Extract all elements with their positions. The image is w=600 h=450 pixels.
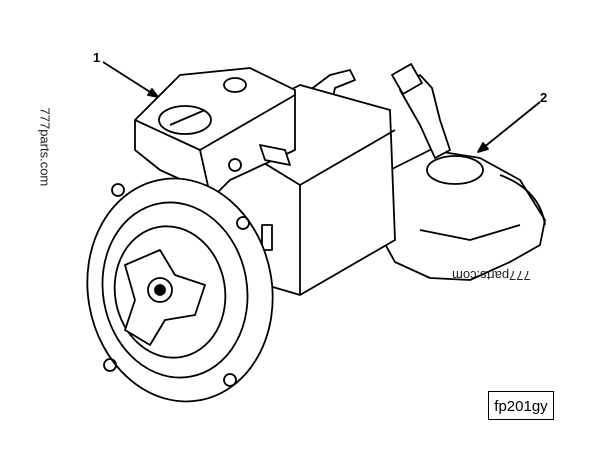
watermark-left: 777parts.com bbox=[37, 107, 53, 187]
leader-line-1 bbox=[102, 61, 159, 98]
callout-2: 2 bbox=[540, 90, 548, 105]
callout-1: 1 bbox=[93, 50, 101, 65]
leader-line-2 bbox=[477, 101, 541, 153]
watermark-center: 777parts.com bbox=[452, 268, 531, 283]
control-block bbox=[134, 67, 296, 196]
figure-code-box: fp201gy bbox=[488, 391, 554, 420]
drive-coupling bbox=[124, 249, 206, 346]
fitting-right bbox=[391, 63, 451, 159]
outlet-housing bbox=[379, 149, 546, 281]
